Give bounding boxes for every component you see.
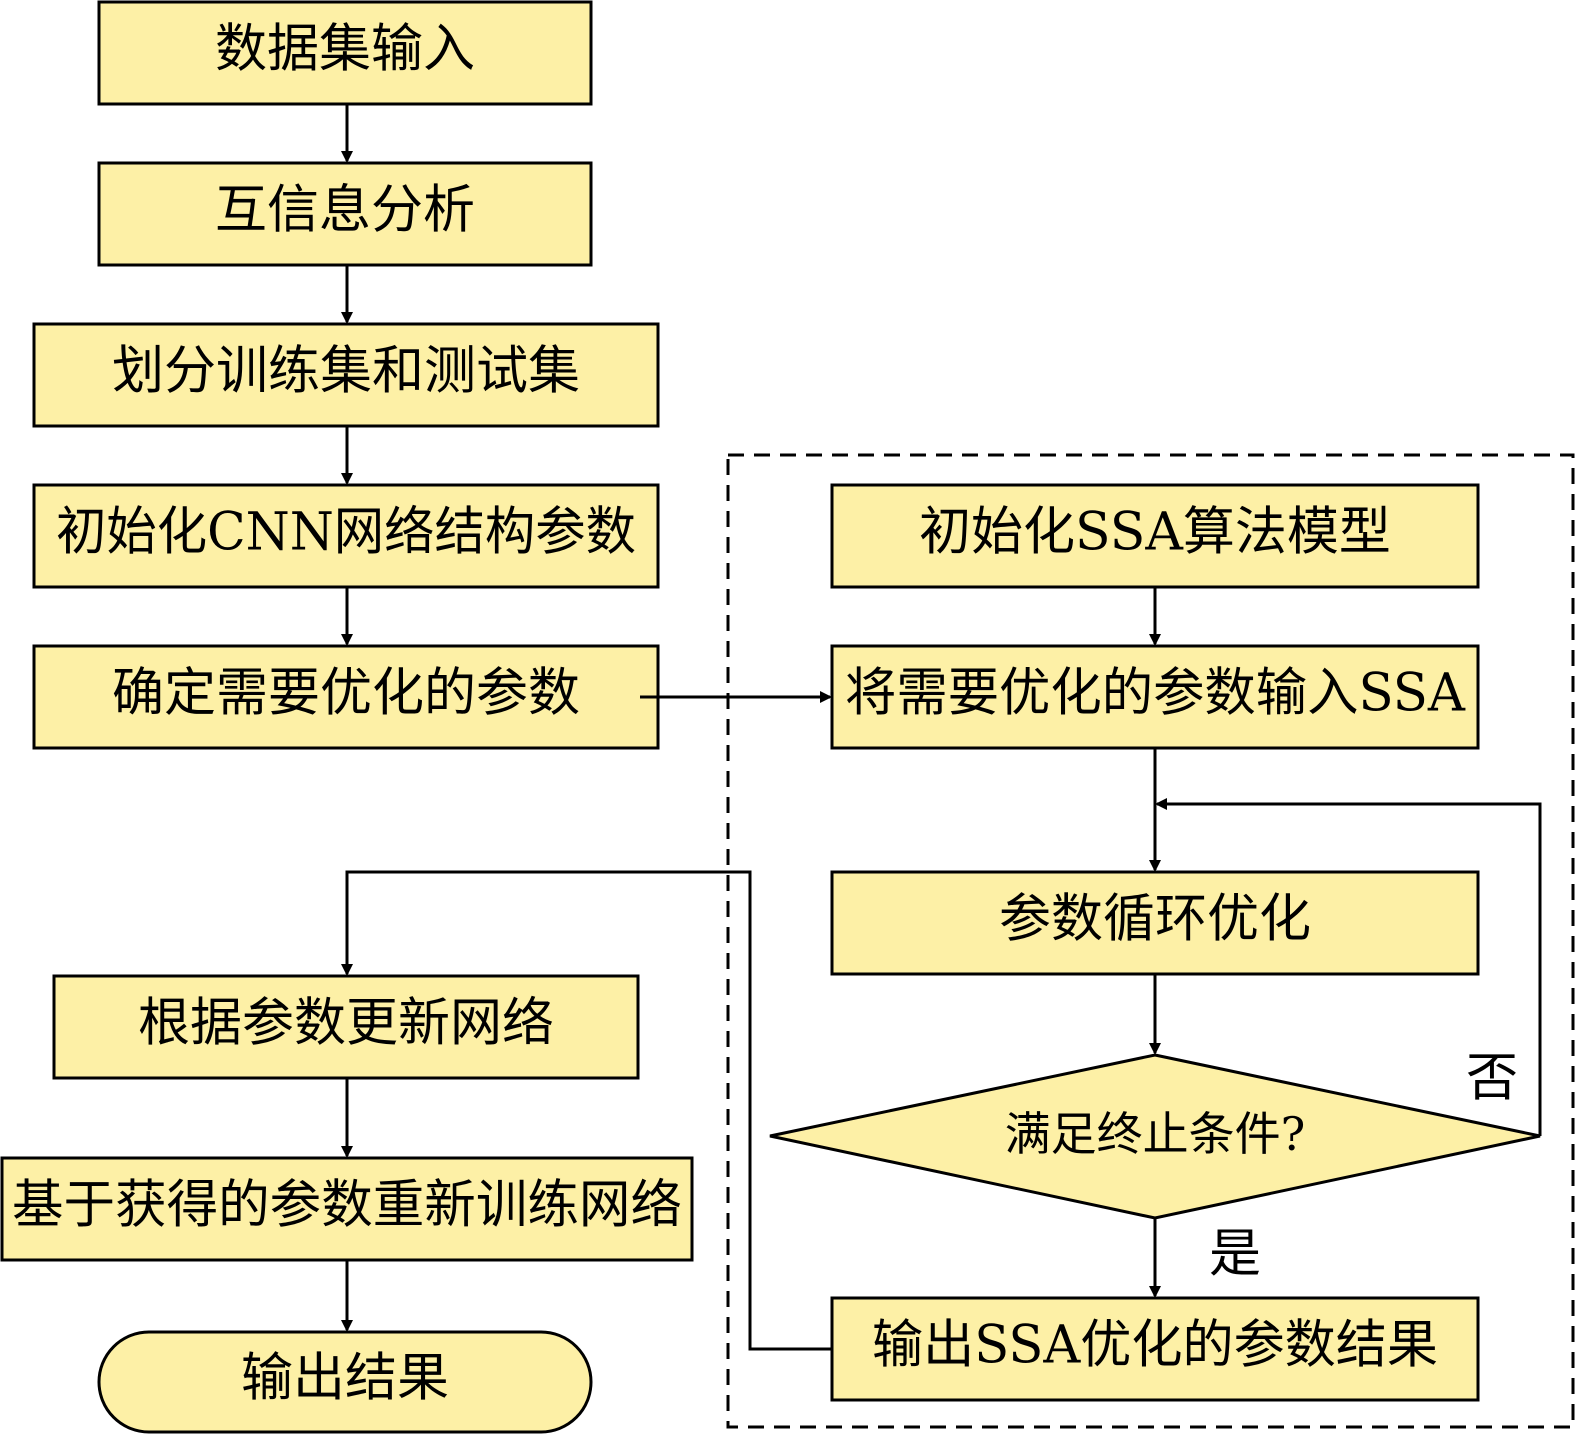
box-mutual-info: 互信息分析 [97,161,593,267]
label-yes: 是 [1209,1225,1261,1285]
label-retrain: 基于获得的参数重新训练网络 [12,1176,682,1236]
label-init-cnn: 初始化CNN网络结构参数 [56,503,636,563]
box-init-cnn: 初始化CNN网络结构参数 [32,483,660,589]
ssa-region-dashed-border [726,453,1575,1429]
box-init-ssa: 初始化SSA算法模型 [830,483,1480,589]
label-output-result: 输出结果 [241,1349,449,1409]
label-mutual-info: 互信息分析 [215,181,475,241]
box-retrain: 基于获得的参数重新训练网络 [0,1156,694,1262]
box-determine-params: 确定需要优化的参数 [32,644,660,750]
arrow-output-ssa-to-update-network [341,870,832,1351]
label-determine-params: 确定需要优化的参数 [112,664,580,724]
arrow-condition-no-loop-back [1155,798,1542,1136]
box-output-ssa: 输出SSA优化的参数结果 [830,1296,1480,1402]
label-input-ssa: 将需要优化的参数输入SSA [845,664,1466,724]
label-split: 划分训练集和测试集 [112,342,580,402]
box-dataset-input: 数据集输入 [97,0,593,106]
label-condition: 满足终止条件? [1005,1107,1306,1161]
box-loop-optimize: 参数循环优化 [830,870,1480,976]
label-loop-optimize: 参数循环优化 [999,890,1311,950]
label-init-ssa: 初始化SSA算法模型 [919,503,1391,563]
label-no: 否 [1466,1049,1518,1109]
box-update-network: 根据参数更新网络 [52,974,640,1080]
terminal-output-result: 输出结果 [97,1330,593,1434]
label-dataset-input: 数据集输入 [215,20,475,80]
label-output-ssa: 输出SSA优化的参数结果 [872,1316,1438,1376]
decision-condition: 满足终止条件? [769,1053,1541,1220]
box-split: 划分训练集和测试集 [32,322,660,428]
label-update-network: 根据参数更新网络 [138,994,554,1054]
box-input-ssa: 将需要优化的参数输入SSA [830,644,1480,750]
